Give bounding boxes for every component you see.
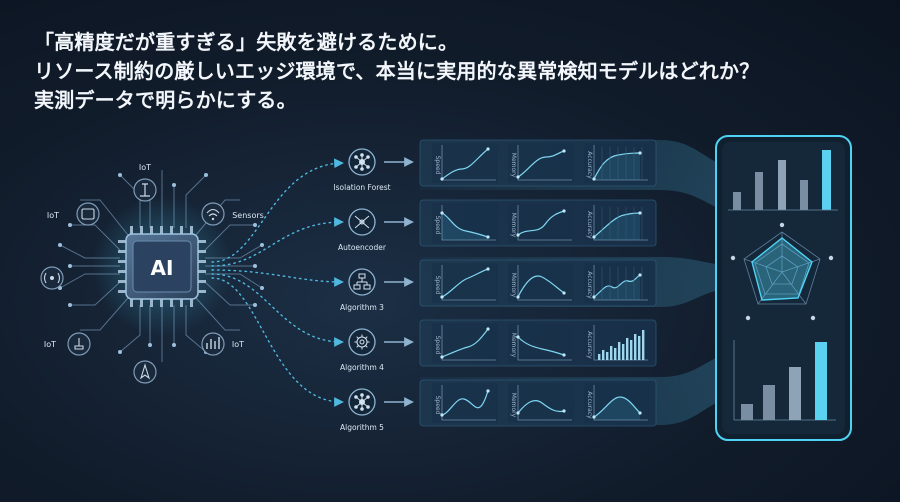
mini-chart-memory: Memory [508, 383, 574, 423]
dashboard-device [715, 135, 852, 441]
iot-device-top: IoT [133, 163, 157, 202]
antenna-icon [140, 183, 150, 197]
signal-icon [43, 272, 61, 284]
algorithm-node[interactable] [348, 388, 376, 416]
mini-chart-memory: Memory [508, 143, 574, 183]
bar [733, 192, 741, 210]
ai-chip: AI [118, 226, 206, 307]
metric-label: Accuracy [586, 211, 593, 239]
bar [789, 367, 801, 420]
algorithm-node[interactable] [348, 208, 376, 236]
mini-chart-speed: Speed [432, 203, 498, 243]
sensors-label: Sensors [232, 211, 264, 220]
algorithm-name: Algorithm 4 [340, 363, 384, 372]
metric-label: Memory [510, 153, 517, 178]
bar [778, 160, 786, 210]
device-icon [81, 208, 95, 220]
bar [800, 180, 808, 210]
iot-label-right-bottom: IoT [232, 340, 244, 349]
metric-label: Memory [510, 273, 517, 298]
chip-pins [118, 226, 206, 307]
algorithm-name: Algorithm 5 [340, 423, 384, 432]
mini-chart-memory: Memory [508, 203, 574, 243]
mini-chart-accuracy: Accuracy [584, 263, 650, 303]
algorithm-name: Autoencoder [338, 243, 387, 252]
algorithm-row-1: Isolation Forest Speed Memory Accuracy [333, 139, 657, 192]
mini-chart-accuracy: Accuracy [584, 143, 650, 183]
bar [755, 172, 763, 210]
metric-label: Accuracy [586, 391, 593, 419]
network-icon [354, 153, 370, 171]
metric-label: Speed [434, 276, 441, 295]
bar [763, 385, 775, 420]
mini-chart-speed: Speed [432, 383, 498, 423]
iot-device-bottom [133, 360, 157, 384]
iot-label-top: IoT [139, 163, 151, 172]
thermometer-icon [74, 338, 84, 350]
mini-chart-accuracy: Accuracy [584, 323, 650, 363]
algorithm-row-3: Algorithm 3 Speed Memory Accuracy [340, 259, 657, 312]
metric-label: Memory [510, 213, 517, 238]
metric-label: Speed [434, 396, 441, 415]
radar-area [751, 237, 813, 301]
flow-lines [211, 158, 344, 407]
mini-chart-memory: Memory [508, 263, 574, 303]
mini-chart-speed: Speed [432, 323, 498, 363]
metric-label: Memory [510, 393, 517, 418]
bar [741, 404, 753, 420]
headline: 「高精度だが重すぎる」失敗を避けるために。 リソース制約の厳しいエッジ環境で、本… [34, 28, 874, 115]
bar-chart-icon [206, 337, 220, 349]
algorithm-node[interactable] [348, 328, 376, 356]
metric-label: Speed [434, 216, 441, 235]
iot-device-left-mid [40, 266, 64, 290]
gear-icon [354, 334, 370, 350]
mini-chart-speed: Speed [432, 263, 498, 303]
metric-label: Accuracy [586, 331, 593, 359]
iot-device-left-bottom: IoT [44, 332, 91, 356]
dashboard-radar-chart [730, 222, 834, 321]
algorithm-node[interactable] [348, 148, 376, 176]
metric-label: Accuracy [586, 271, 593, 299]
algorithm-row-5: Algorithm 5 Speed Memory Accuracy [340, 379, 657, 432]
iot-label-left-bottom: IoT [44, 340, 56, 349]
mini-chart-memory: Memory [508, 323, 574, 363]
metric-label: Accuracy [586, 151, 593, 179]
algorithm-row-2: Autoencoder Speed Memory Accuracy [338, 199, 657, 252]
headline-line-2: リソース制約の厳しいエッジ環境で、本当に実用的な異常検知モデルはどれか？ [34, 59, 760, 83]
algorithm-row-4: Algorithm 4 Speed Memory Accuracy [340, 319, 657, 372]
mini-chart-accuracy: Accuracy [584, 383, 650, 423]
drone-icon [139, 363, 151, 380]
dashboard-bar-chart-bottom [733, 340, 836, 421]
iot-label-left-top: IoT [47, 211, 59, 220]
metric-label: Speed [434, 336, 441, 355]
bar [822, 150, 831, 210]
circuit-nodes [58, 173, 264, 354]
autoencoder-icon [354, 215, 370, 229]
algorithm-name: Isolation Forest [333, 183, 390, 192]
iot-device-right-bottom: IoT [201, 332, 244, 356]
headline-line-3: 実測データで明らかにする。 [34, 88, 297, 112]
mini-chart-accuracy: Accuracy [584, 203, 650, 243]
ai-chip-cluster: IoT IoT Sensors IoT IoT [40, 163, 264, 384]
bar [815, 342, 827, 420]
chip-label: AI [151, 256, 174, 280]
flowchart-icon [353, 273, 371, 290]
mini-chart-speed: Speed [432, 143, 498, 183]
dashboard-bar-chart-top [728, 150, 838, 211]
algorithm-node[interactable] [348, 268, 376, 296]
network-icon [354, 393, 370, 411]
iot-device-left-top: IoT [47, 202, 100, 226]
metric-label: Memory [510, 333, 517, 358]
metric-label: Speed [434, 156, 441, 175]
headline-line-1: 「高精度だが重すぎる」失敗を避けるために。 [34, 30, 459, 54]
algorithm-name: Algorithm 3 [340, 303, 384, 312]
